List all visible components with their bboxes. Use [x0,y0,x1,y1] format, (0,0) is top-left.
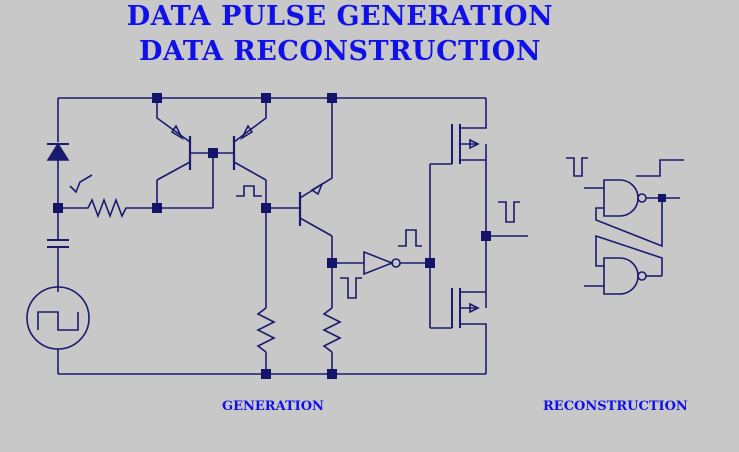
ramp-waveform-icon [69,174,93,194]
title-line-1: DATA PULSE GENERATION [126,1,554,32]
negative-pulse-waveform-icon [566,157,588,177]
nand-gate-icon [603,179,647,217]
inverter-icon [363,250,401,276]
caption-generation: GENERATION [222,399,324,414]
mosfet-icon [451,124,487,164]
rails [57,97,487,375]
square-wave-source-icon [26,286,90,374]
step-waveform-icon [636,159,684,177]
npn-transistor-icon [298,98,333,237]
caption-reconstruction: RECONSTRUCTION [543,399,688,414]
resistor-icon [256,307,276,353]
npn-transistor-icon [213,98,267,208]
resistor-icon [58,197,158,219]
diode-icon [46,142,70,240]
npn-transistor-icon [156,98,213,208]
pulse-waveform-icon [236,185,262,197]
negative-pulse-waveform-icon [498,201,520,223]
junction-nodes [53,93,491,379]
title-line-2: DATA RECONSTRUCTION [138,36,542,67]
resistor-icon [322,307,342,353]
pulse-waveform-icon [398,229,422,247]
negative-pulse-waveform-icon [340,277,362,299]
reconstruction-latch [566,157,684,295]
mosfet-icon [451,288,487,328]
nand-gate-icon [603,257,647,295]
capacitor-icon [47,239,69,292]
